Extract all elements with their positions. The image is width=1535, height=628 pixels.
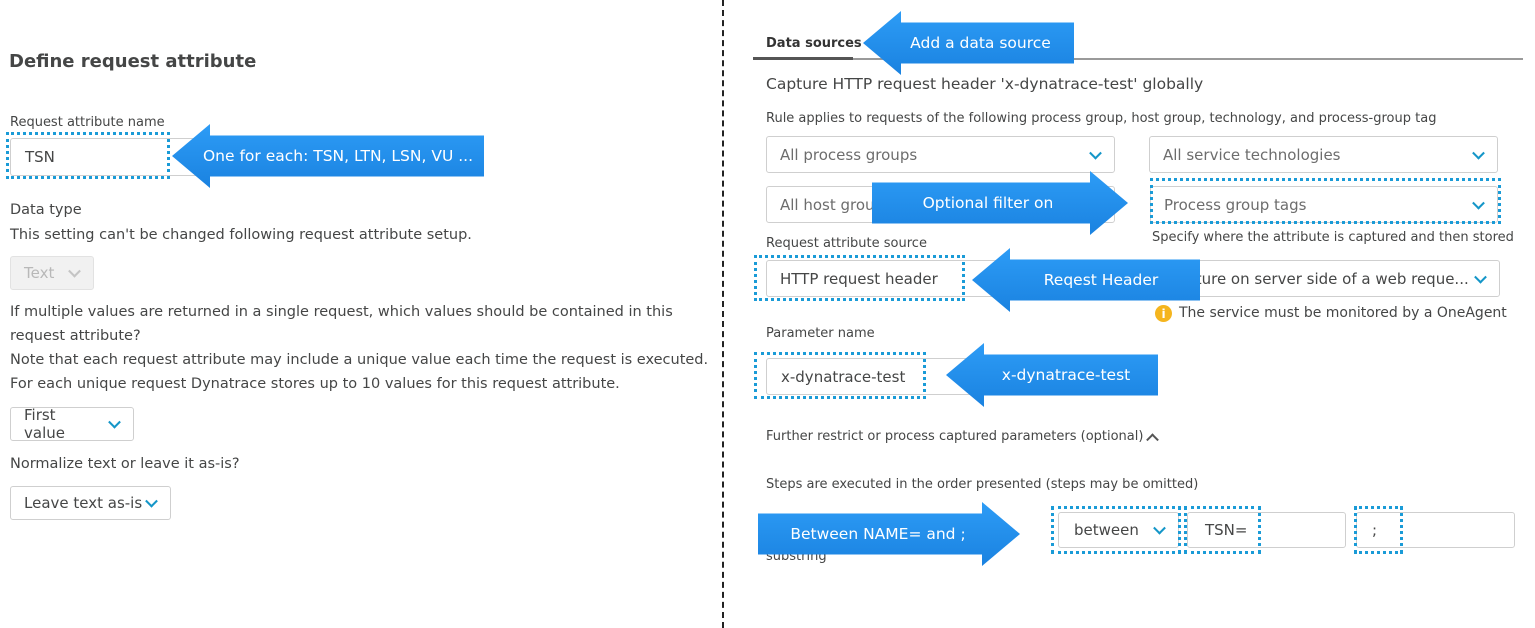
specify-text: Specify where the attribute is captured … — [1152, 230, 1514, 245]
further-restrict-label[interactable]: Further restrict or process captured par… — [766, 429, 1144, 444]
chevron-down-icon — [108, 415, 121, 429]
data-type-note: This setting can't be changed following … — [10, 227, 472, 243]
chevron-down-icon — [1472, 146, 1485, 160]
service-technologies-select[interactable]: All service technologies — [1149, 136, 1498, 173]
normalize-value: Leave text as-is — [24, 494, 143, 512]
end-delimiter-input[interactable]: ; — [1356, 512, 1515, 548]
normalize-label: Normalize text or leave it as-is? — [10, 456, 240, 472]
attribute-name-value: TSN — [25, 148, 55, 166]
panel-divider — [722, 0, 724, 628]
parameter-label: Parameter name — [766, 326, 875, 341]
oneagent-note: The service must be monitored by a OneAg… — [1179, 305, 1507, 321]
highlight-source — [754, 255, 965, 301]
multi-values-line-1: If multiple values are returned in a sin… — [10, 304, 673, 320]
highlight-semicolon — [1354, 506, 1403, 554]
attribute-name-label: Request attribute name — [10, 115, 165, 130]
callout-parameter: x-dynatrace-test — [946, 343, 1158, 407]
start-delimiter-input[interactable]: TSN= — [1187, 512, 1346, 548]
data-type-select: Text — [10, 256, 94, 290]
data-type-value: Text — [24, 264, 55, 282]
callout-one-for-each: One for each: TSN, LTN, LSN, VU ... — [172, 124, 484, 188]
highlight-tsn — [1184, 506, 1261, 554]
chevron-down-icon — [145, 494, 158, 508]
chevron-down-icon — [1089, 146, 1102, 160]
rule-text: Rule applies to requests of the followin… — [766, 111, 1437, 126]
multi-values-line-3: Note that each request attribute may inc… — [10, 352, 709, 368]
process-group-tags-select[interactable]: Process group tags — [1150, 186, 1498, 223]
chevron-down-icon — [68, 264, 81, 278]
tab-underline — [753, 58, 1523, 60]
operation-select[interactable]: between — [1058, 512, 1179, 548]
normalize-select[interactable]: Leave text as-is — [10, 486, 171, 520]
highlight-attribute-name — [6, 132, 170, 179]
highlight-between — [1051, 506, 1181, 554]
multi-values-value: First value — [24, 406, 65, 442]
capture-side-select[interactable]: apture on server side of a web reque... — [1152, 260, 1500, 297]
steps-label: Steps are executed in the order presente… — [766, 477, 1199, 492]
callout-request-header: Reqest Header — [972, 248, 1200, 312]
info-icon: i — [1155, 305, 1172, 322]
process-groups-select[interactable]: All process groups — [766, 136, 1115, 173]
source-label: Request attribute source — [766, 236, 927, 251]
tab-data-sources[interactable]: Data sources — [766, 36, 862, 51]
chevron-up-icon[interactable] — [1146, 433, 1159, 447]
capture-title: Capture HTTP request header 'x-dynatrace… — [766, 75, 1204, 93]
chevron-down-icon — [1474, 270, 1487, 284]
highlight-parameter — [754, 352, 926, 399]
multi-values-select[interactable]: First value — [10, 406, 134, 442]
tab-active-indicator — [753, 57, 853, 60]
highlight-process-group-tags — [1150, 178, 1501, 224]
page-title: Define request attribute — [9, 51, 257, 72]
callout-add-data-source: Add a data source — [863, 11, 1074, 75]
callout-optional-filter: Optional filter on — [872, 171, 1128, 235]
multi-values-line-2: request attribute? — [10, 328, 141, 344]
multi-values-line-4: For each unique request Dynatrace stores… — [10, 376, 620, 392]
data-type-label: Data type — [10, 202, 82, 218]
